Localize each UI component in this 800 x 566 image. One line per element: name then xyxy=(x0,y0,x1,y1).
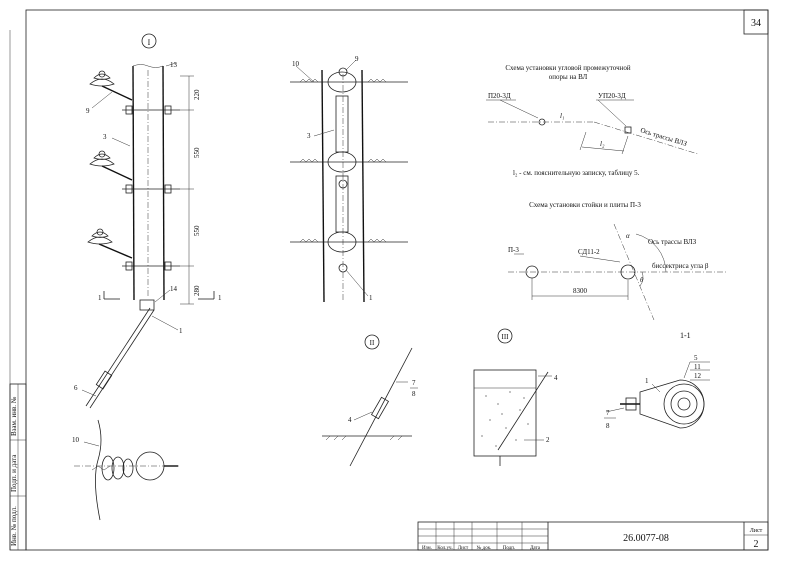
scheme2-theta: θ xyxy=(640,276,644,284)
callout-1b: 1 xyxy=(369,294,373,302)
page-number-box xyxy=(743,9,769,35)
insulator-detail: 10 xyxy=(72,419,180,521)
callout-2: 2 xyxy=(546,436,550,444)
document-code: 26.0077-08 xyxy=(623,533,669,544)
side-label-inv: Инв. № подл. xyxy=(10,506,18,546)
callout-5: 5 xyxy=(694,354,698,362)
scheme2-sd: СД11-2 xyxy=(578,248,600,256)
callout-1c: 1 xyxy=(645,377,649,385)
tb-header-sign: Подп. xyxy=(503,546,515,551)
side-label-replace: Взам. инв. № xyxy=(10,396,18,436)
side-label-sign: Подп. и дата xyxy=(10,454,18,492)
section-mark: 1-1 xyxy=(680,331,691,340)
dim-280: 280 xyxy=(193,285,201,296)
callout-10b: 10 xyxy=(292,60,300,68)
callout-11: 11 xyxy=(694,363,701,371)
callout-12: 12 xyxy=(694,372,702,380)
scheme2-title: Схема установки стойки и плиты П-3 xyxy=(529,201,641,209)
scheme1-l2: l₂ xyxy=(600,140,605,148)
scheme1-note: l₂ - см. пояснительную записку, таблицу … xyxy=(513,169,640,177)
view-iii-foundation: III 4 2 xyxy=(473,328,558,466)
sheet-frame xyxy=(25,9,769,551)
callout-6: 6 xyxy=(74,384,78,392)
scheme1-p20: П20-3Д xyxy=(488,92,511,100)
tb-header-date: Дата xyxy=(530,546,541,551)
callout-14: 14 xyxy=(170,285,178,293)
callout-7: 7 xyxy=(412,379,416,387)
callout-8b: 8 xyxy=(606,422,610,430)
tb-header-izm: Изм. xyxy=(422,546,432,551)
section-1-1: 1-1 5 11 12 1 7 8 xyxy=(604,331,710,430)
callout-10: 10 xyxy=(72,436,80,444)
callout-4: 4 xyxy=(348,416,352,424)
tb-header-list: Лист xyxy=(458,546,469,551)
dim-550-bottom: 550 xyxy=(193,225,201,236)
callout-3b: 3 xyxy=(307,132,311,140)
scheme1-title-2: опоры на ВЛ xyxy=(549,73,588,81)
callout-9: 9 xyxy=(86,107,90,115)
tb-header-koluch: Кол.уч. xyxy=(437,546,453,551)
scheme2-alpha: α xyxy=(626,232,630,240)
scheme1-l1: l₁ xyxy=(560,112,564,120)
scheme1-route-axis: Ось трассы ВЛЗ xyxy=(639,126,688,148)
callout-3: 3 xyxy=(103,133,107,141)
section-cut-right: 1 xyxy=(218,294,222,302)
scheme-corner-pole: Схема установки угловой промежуточной оп… xyxy=(486,64,699,177)
scheme1-up20: УП20-3Д xyxy=(598,92,626,100)
callout-8: 8 xyxy=(412,390,416,398)
scheme2-bisector: биссектриса угла β xyxy=(652,262,709,270)
title-block: Изм. Кол.уч. Лист № док. Подп. Дата 26.0… xyxy=(417,521,769,551)
page-number: 34 xyxy=(751,18,761,29)
section-cut-left: 1 xyxy=(98,294,102,302)
tb-header-doc: № док. xyxy=(477,545,492,551)
callout-13: 13 xyxy=(170,61,178,69)
view-ii-mark: II xyxy=(370,339,375,347)
view-i-mark: I xyxy=(148,38,151,47)
callout-1: 1 xyxy=(179,327,183,335)
view-pole-wires: 10 9 3 1 xyxy=(290,55,408,303)
dim-550-top: 550 xyxy=(193,147,201,158)
scheme-stand-plate: Схема установки стойки и плиты П-3 П-3 С… xyxy=(508,201,728,321)
sheet-label: Лист xyxy=(750,528,763,534)
scheme2-p3: П-3 xyxy=(508,246,519,254)
callout-9b: 9 xyxy=(355,55,359,63)
scheme1-title-1: Схема установки угловой промежуточной xyxy=(505,64,630,72)
view-ii-anchor: II 7 8 4 xyxy=(322,334,418,467)
dim-220: 220 xyxy=(193,89,201,100)
sheet-number: 2 xyxy=(754,539,759,550)
view-i-pole: I xyxy=(74,33,222,409)
scheme2-route-axis: Ось трассы ВЛЗ xyxy=(648,238,697,246)
callout-4b: 4 xyxy=(554,374,558,382)
callout-7b: 7 xyxy=(606,409,610,417)
dim-8300: 8300 xyxy=(573,287,588,295)
view-iii-mark: III xyxy=(502,333,510,341)
